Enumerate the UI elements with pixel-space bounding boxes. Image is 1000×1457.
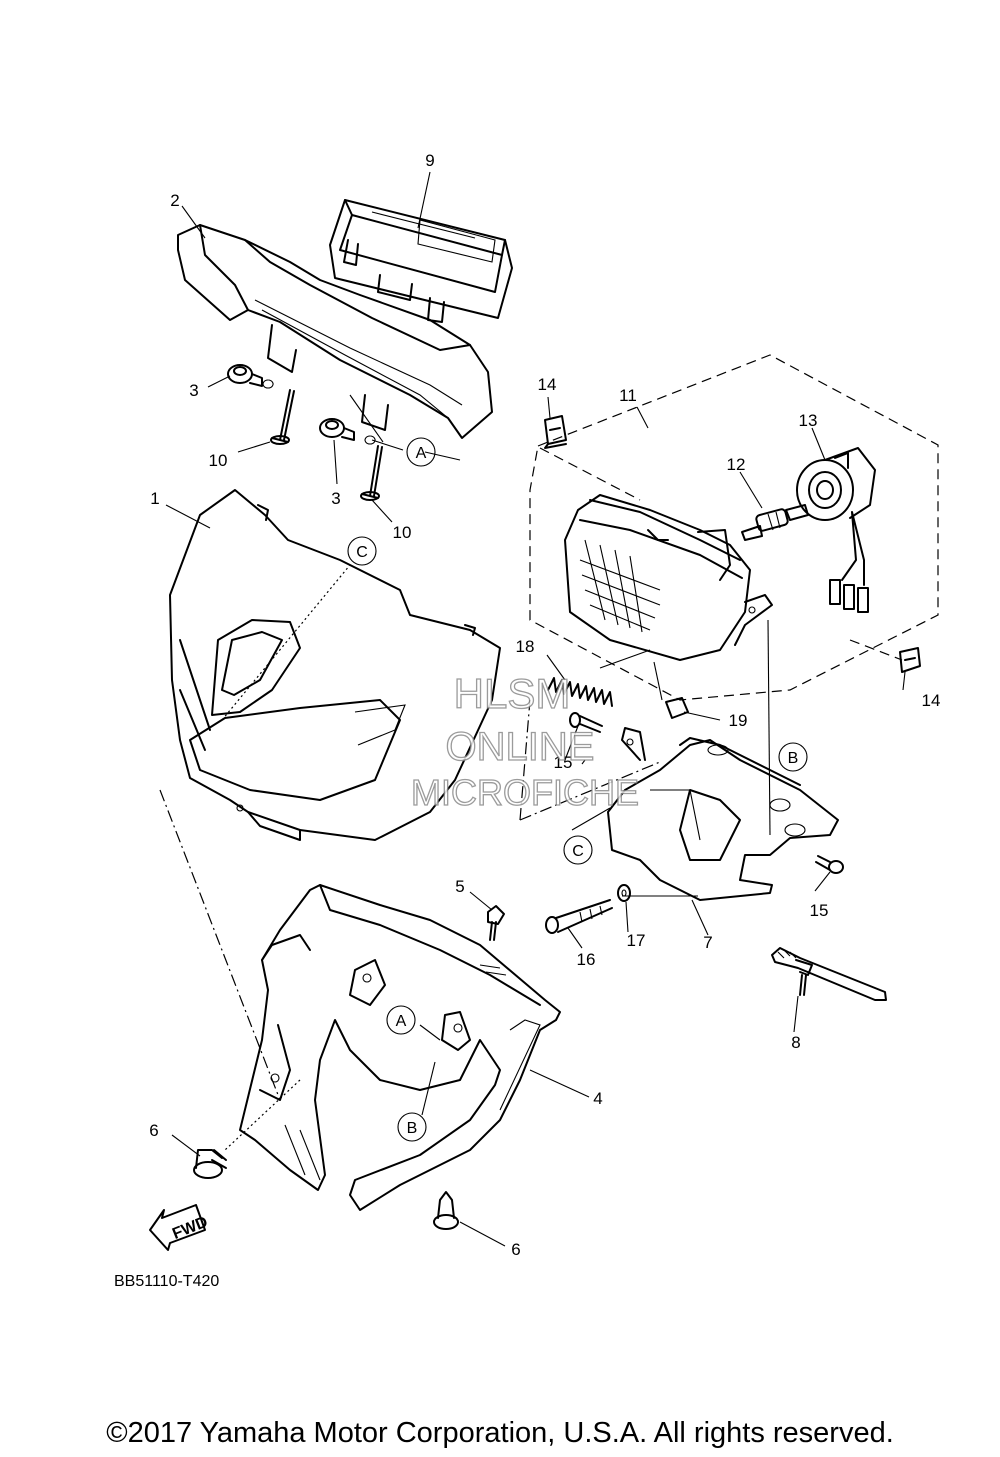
headlight-cover [169,489,501,841]
long-bolt [545,899,613,934]
watermark-line-2: ONLINE [446,725,595,769]
ref-c-bracket: C [572,843,584,860]
clip-upper [544,415,567,449]
callout-3-left: 3 [189,381,198,400]
ref-c-bracket-mark: C [563,835,593,865]
callout-9: 9 [425,151,434,170]
ref-b-lower: B [407,1120,418,1137]
callout-14-lower: 14 [922,691,941,710]
alignment-guides [159,394,903,1151]
headlight-assembly [529,354,939,701]
watermark: HLSM ONLINE MICROFICHE [410,669,639,813]
callout-3-right: 3 [331,489,340,508]
forward-arrow: FWD [149,1204,210,1251]
callout-12: 12 [727,455,746,474]
callout-16: 16 [577,950,596,969]
callout-19: 19 [729,711,748,730]
fastener-left [193,1149,227,1179]
callout-11: 11 [619,386,637,405]
callout-labels: 9 2 14 11 13 12 3 10 3 10 1 18 14 19 15 … [149,151,940,1259]
screw-right [815,855,844,874]
watermark-line-3: MICROFICHE [411,772,639,813]
callout-15-upper: 15 [554,753,573,772]
headlight-bracket [607,727,839,901]
clip-lower [899,647,921,673]
bulb-socket [796,447,876,613]
nut-19 [665,697,689,719]
ref-b-right-mark: B [778,742,808,772]
ref-a-top-mark: A [406,437,436,467]
callout-8: 8 [791,1033,800,1052]
callout-5: 5 [455,877,464,896]
callout-6-right: 6 [511,1240,520,1259]
bolt-right [360,445,383,501]
callout-2: 2 [170,191,179,210]
grommet-left [227,364,263,387]
ref-c-top-mark: C [347,536,377,566]
washer-right [364,435,376,445]
copyright-notice: ©2017 Yamaha Motor Corporation, U.S.A. A… [106,1417,894,1449]
fwd-label: FWD [170,1214,210,1243]
ref-a-lower: A [396,1013,407,1030]
diagram-code: BB51110-T420 [114,1273,219,1290]
washer-left [262,379,274,389]
callout-15-right: 15 [810,901,829,920]
cable-tie [771,947,887,1001]
meter-assembly [329,199,513,323]
callout-14-upper: 14 [538,375,557,394]
ref-b-right: B [788,750,799,767]
grommet-right [319,418,355,441]
watermark-line-1: HLSM [454,670,571,717]
callout-6-left: 6 [149,1121,158,1140]
callout-1: 1 [150,489,159,508]
bolt-5 [487,905,505,941]
callout-4: 4 [593,1089,602,1108]
lower-cover [239,884,561,1211]
callout-18: 18 [516,637,535,656]
ref-a-lower-mark: A [386,1005,416,1035]
ref-b-lower-mark: B [397,1112,427,1142]
callout-10-left: 10 [209,451,228,470]
adjust-spring [547,649,651,707]
bolt-left [270,389,295,445]
callout-17: 17 [627,931,646,950]
ref-a-top: A [416,445,427,462]
callout-13: 13 [799,411,818,430]
screw-upper [569,712,603,733]
callout-10-right: 10 [393,523,412,542]
leader-lines [165,171,906,1247]
callout-7: 7 [703,933,712,952]
washer-17 [617,884,631,902]
fastener-right [433,1191,459,1230]
meter-bracket [177,224,493,439]
headlight-bulb [741,504,809,541]
ref-c-top: C [356,544,368,561]
